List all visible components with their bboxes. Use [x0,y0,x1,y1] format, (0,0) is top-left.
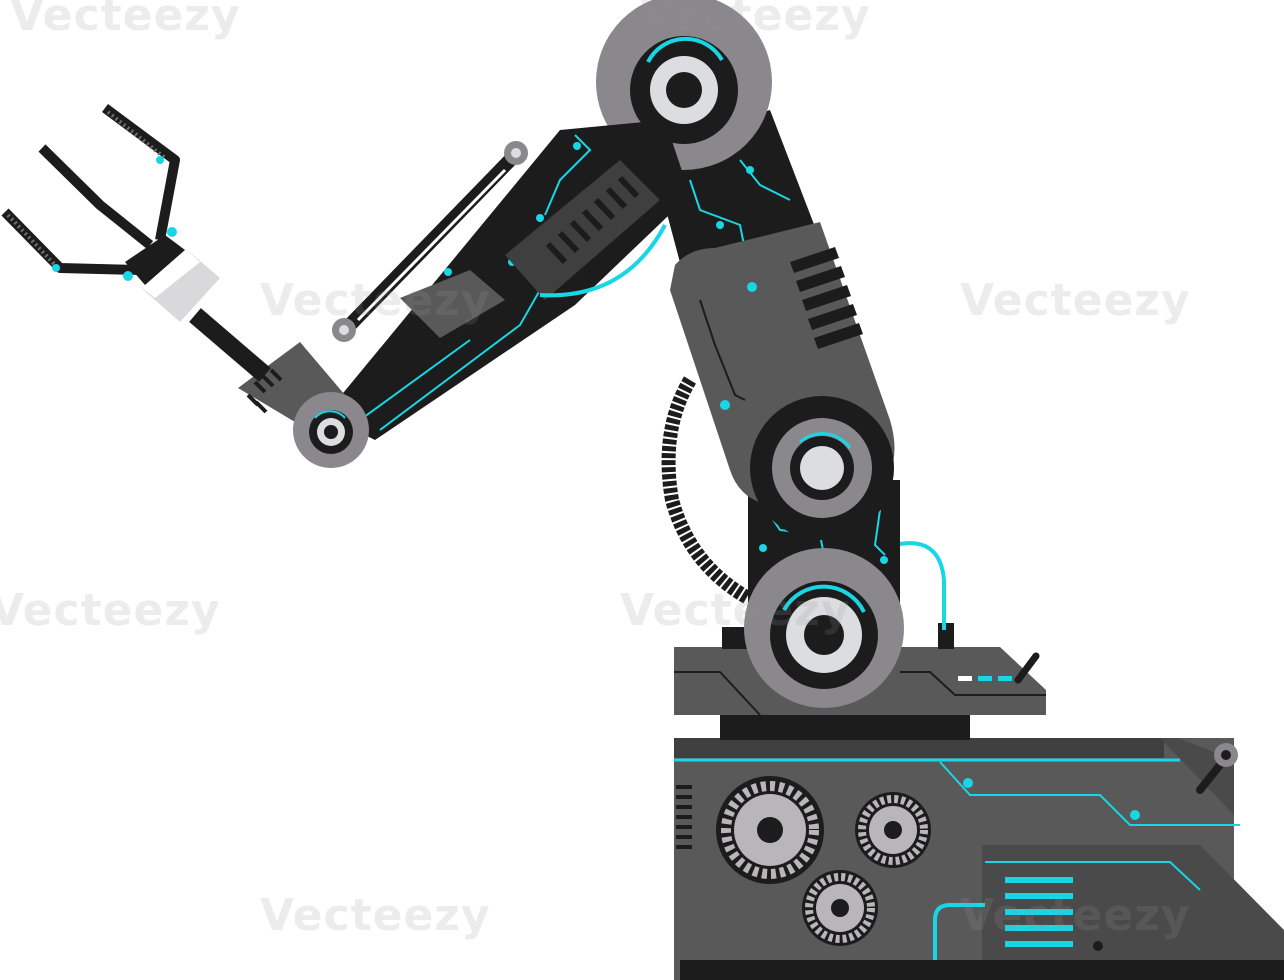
coiled-cable [661,376,752,605]
robot-upper-arm [325,120,690,440]
elbow-joint-icon [750,396,894,540]
gear-medium-icon [855,792,931,868]
gear-small-icon [802,870,878,946]
wrist-joint-icon [293,392,369,468]
cyan-cable [894,541,946,630]
gear-large-icon [716,776,824,884]
robot-base [674,738,1284,980]
gripper-claw-icon [1,103,220,322]
base-joint-icon [744,548,904,708]
